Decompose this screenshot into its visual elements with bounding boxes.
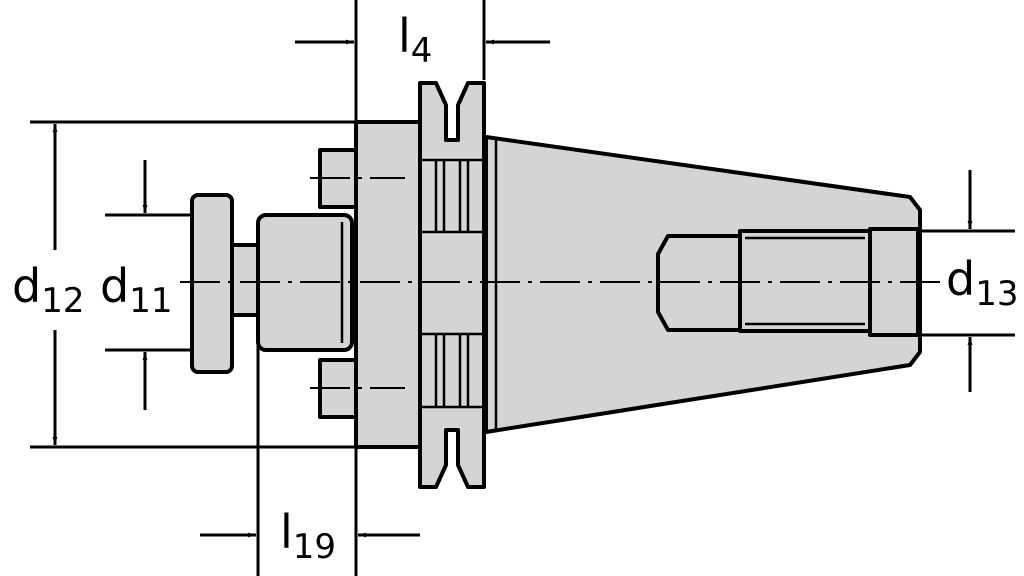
label-d12: d12 [12,259,84,321]
label-l19: l19 [280,505,336,567]
flange [354,81,486,489]
label-d11: d11 [100,259,172,321]
center-lines [180,177,1010,389]
label-l4: l4 [398,9,432,71]
dimension-arrows [52,39,973,538]
pull-stud [190,193,354,374]
label-d13: d13 [946,252,1018,314]
